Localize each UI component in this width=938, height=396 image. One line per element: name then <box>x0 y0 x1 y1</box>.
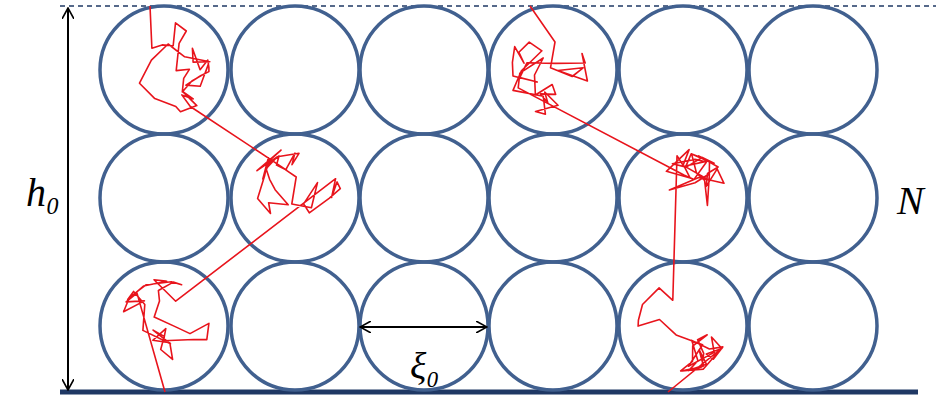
height-label: h₀ <box>24 172 62 214</box>
blob-circle <box>360 134 488 262</box>
blob-circle <box>100 134 228 262</box>
blob-circle <box>360 262 488 390</box>
grafting-surface <box>60 390 918 395</box>
chain-length-label: N <box>895 180 926 222</box>
blob-circle <box>231 262 359 390</box>
blob-circle <box>231 6 359 134</box>
blob-circle <box>619 134 747 262</box>
polymer-chain <box>512 6 724 392</box>
blob-circle <box>360 6 488 134</box>
polymer-chain <box>124 6 341 392</box>
blob-circle <box>619 6 747 134</box>
blob-grid <box>100 6 877 390</box>
blob-size-arrow <box>361 326 486 328</box>
blob-circle <box>489 6 617 134</box>
blob-circle <box>489 262 617 390</box>
blob-size-label: ξ₀ <box>408 346 441 386</box>
blob-circle <box>749 262 877 390</box>
blob-circle <box>749 134 877 262</box>
blob-circle <box>749 6 877 134</box>
height-arrow <box>67 9 69 389</box>
polymer-chains <box>124 6 724 392</box>
blob-circle <box>489 134 617 262</box>
